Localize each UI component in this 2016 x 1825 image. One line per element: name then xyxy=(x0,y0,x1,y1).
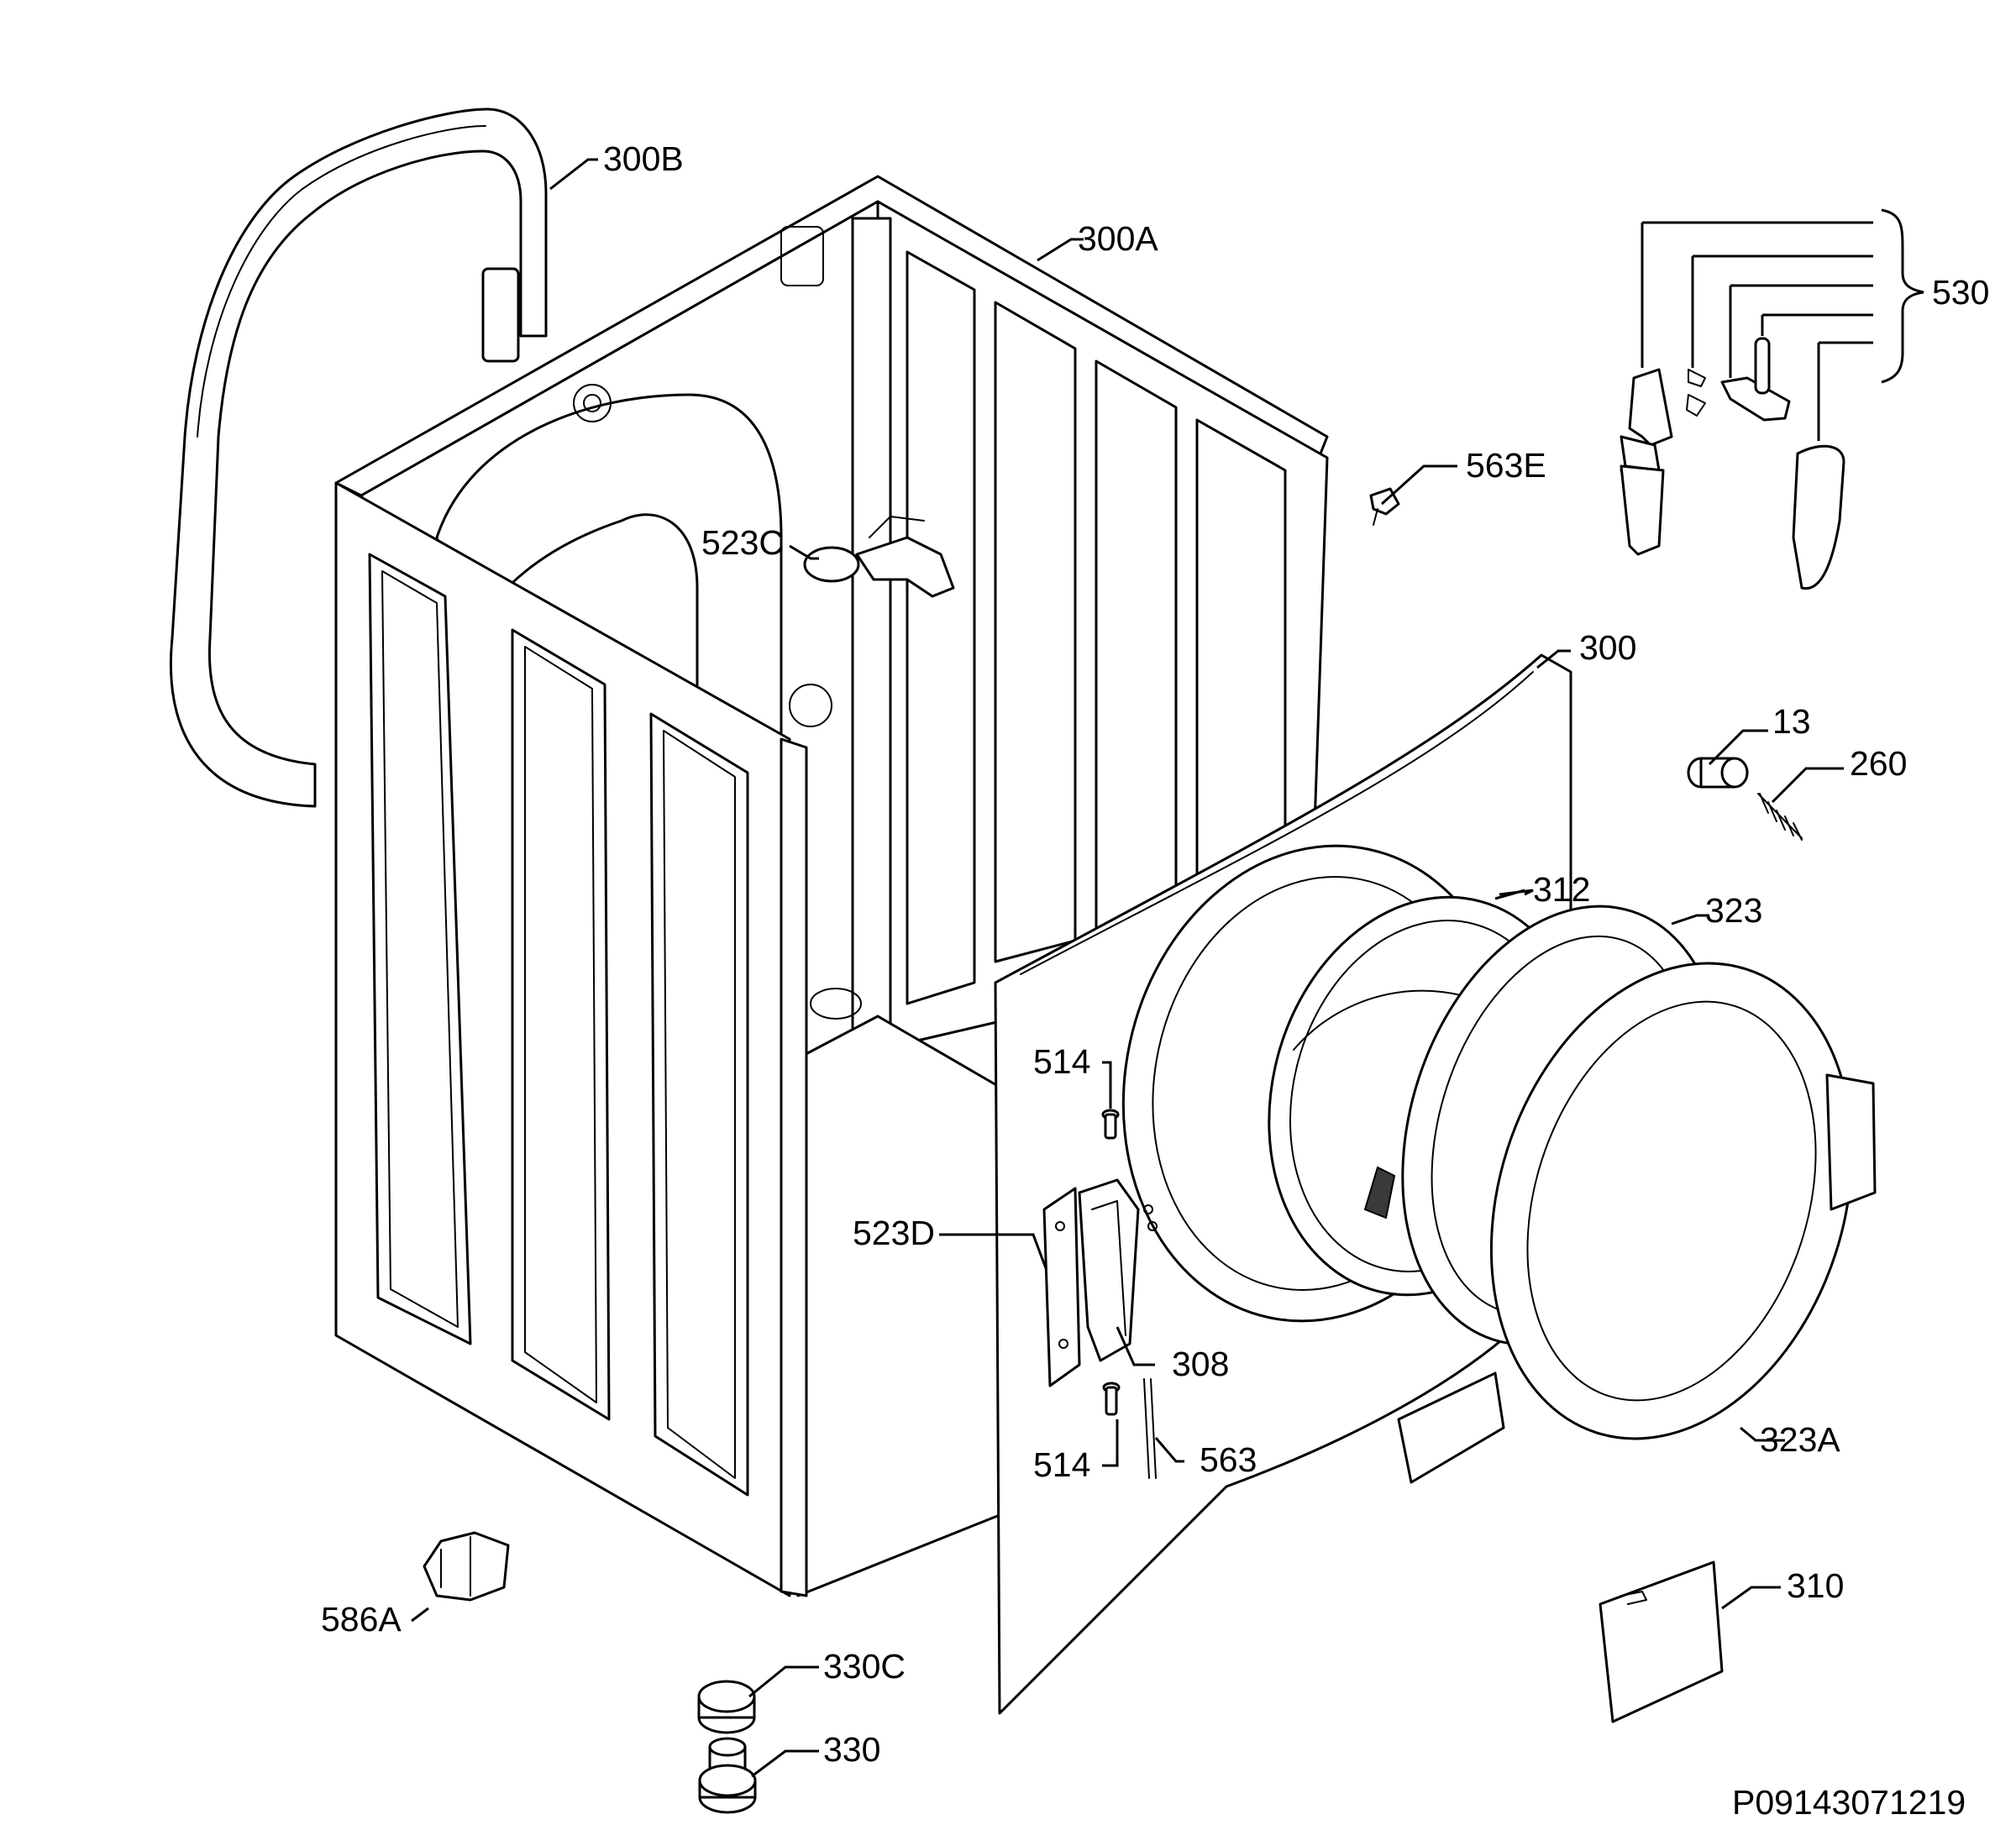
label-514-lower: 514 xyxy=(1033,1445,1090,1484)
label-530: 530 xyxy=(1932,273,1989,312)
part-523C-clamp xyxy=(803,516,955,598)
label-330: 330 xyxy=(823,1730,880,1769)
label-563: 563 xyxy=(1200,1440,1257,1479)
part-523D-hinge-plate xyxy=(1042,1187,1081,1387)
part-labels: 300B 300A 530 563E 523C 300 13 260 312 3… xyxy=(321,139,1989,1822)
part-563-rod xyxy=(1143,1378,1157,1479)
label-523C: 523C xyxy=(701,523,784,562)
part-13-bush xyxy=(1687,757,1749,789)
label-323A: 323A xyxy=(1760,1420,1840,1459)
label-330C: 330C xyxy=(823,1647,906,1686)
part-260-spring xyxy=(1757,793,1803,841)
label-308: 308 xyxy=(1172,1345,1229,1383)
part-514-pin-upper xyxy=(1101,1109,1120,1140)
label-310: 310 xyxy=(1787,1566,1844,1605)
leader-lines xyxy=(411,158,1844,1778)
part-330C-nut xyxy=(697,1680,756,1734)
part-586A-bracket xyxy=(423,1531,510,1602)
label-300B: 300B xyxy=(603,139,684,178)
label-300A: 300A xyxy=(1078,219,1158,258)
drawing-code: P09143071219 xyxy=(1732,1783,1966,1822)
label-260: 260 xyxy=(1850,744,1907,783)
label-514-upper: 514 xyxy=(1033,1042,1090,1081)
part-308-hinge xyxy=(1078,1178,1140,1362)
label-13: 13 xyxy=(1772,702,1811,741)
part-300A-cabinet xyxy=(334,175,1329,1597)
label-523D: 523D xyxy=(853,1214,935,1252)
part-330-foot xyxy=(698,1737,757,1814)
label-312: 312 xyxy=(1533,870,1590,909)
part-514-pin-lower xyxy=(1102,1382,1121,1416)
part-530-handle-kit xyxy=(1620,208,1924,590)
label-300: 300 xyxy=(1579,628,1636,667)
part-310-cover xyxy=(1599,1560,1724,1723)
label-323: 323 xyxy=(1705,891,1762,930)
label-563E: 563E xyxy=(1466,446,1546,485)
part-300B-rear-frame xyxy=(169,108,548,808)
part-323A-door-ring xyxy=(1489,962,1877,1440)
label-586A: 586A xyxy=(321,1600,402,1639)
